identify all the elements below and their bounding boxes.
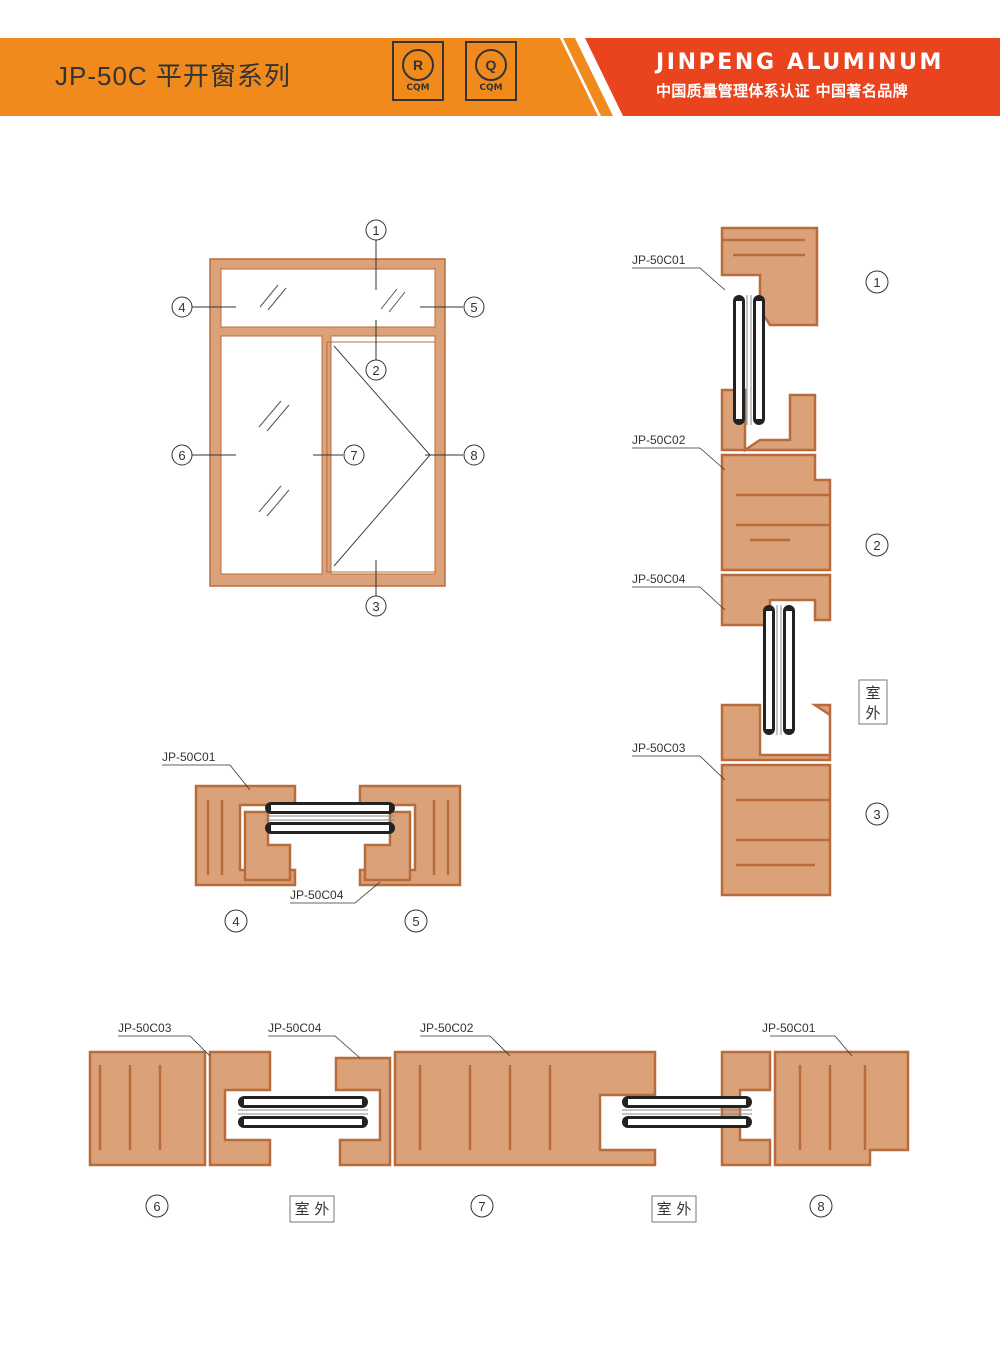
exterior-tag-left-text: 室 外 (295, 1200, 330, 1218)
label-c01-section-45: JP-50C01 (162, 750, 216, 764)
section-678-glass-left (237, 1095, 369, 1129)
svg-text:3: 3 (372, 599, 379, 614)
cqm-r-badge: R CQM (392, 41, 444, 101)
red-band (585, 38, 1000, 116)
exterior-tag-vertical-char-1: 室 (865, 684, 880, 702)
section-callout-4: 4 (224, 909, 248, 933)
svg-text:1: 1 (873, 275, 880, 290)
callout-6: 6 (171, 444, 193, 466)
vertical-section (720, 226, 832, 897)
profile-right-sash (363, 810, 412, 882)
section-callout-3: 3 (865, 802, 889, 826)
exterior-tag-vertical-char-2: 外 (865, 704, 880, 722)
svg-text:2: 2 (873, 538, 880, 553)
page-title: JP-50C 平开窗系列 (55, 61, 291, 91)
badge-r-symbol: R (402, 49, 434, 81)
svg-text:5: 5 (470, 300, 477, 315)
section-6-7-8 (88, 1050, 910, 1167)
label-c01-vertical: JP-50C01 (632, 253, 686, 267)
svg-text:3: 3 (873, 807, 880, 822)
transom-glass (220, 268, 436, 328)
section-4-5-leaders (162, 764, 381, 904)
profile-c03-bottom (720, 763, 832, 897)
glass-hatch-marks (258, 284, 406, 517)
label-c03-vertical: JP-50C03 (632, 741, 686, 755)
callout-7: 7 (343, 444, 365, 466)
brand-name: JINPENG ALUMINUM (656, 50, 945, 75)
badge-q-symbol: Q (475, 49, 507, 81)
svg-text:2: 2 (372, 363, 379, 378)
section-callout-8: 8 (809, 1194, 833, 1218)
sash-outline (326, 341, 436, 573)
badge-q-caption: CQM (479, 83, 503, 93)
exterior-tag-vertical (858, 679, 888, 725)
svg-text:7: 7 (478, 1199, 485, 1214)
profile-c04-sash-3 (720, 1050, 772, 1167)
svg-text:4: 4 (178, 300, 185, 315)
callout-8: 8 (463, 444, 485, 466)
label-c03-section-678: JP-50C03 (118, 1021, 172, 1035)
callout-5: 5 (463, 296, 485, 318)
svg-text:4: 4 (232, 914, 239, 929)
header-band (0, 38, 1000, 116)
callout-3: 3 (365, 595, 387, 617)
section-callout-6: 6 (145, 1194, 169, 1218)
window-elevation: 1 2 3 4 5 6 7 8 (171, 219, 485, 617)
section-callout-2: 2 (865, 533, 889, 557)
svg-text:5: 5 (412, 914, 419, 929)
svg-text:8: 8 (470, 448, 477, 463)
profile-c03-lower (720, 703, 832, 762)
vertical-leaders (632, 267, 726, 781)
label-c02-vertical: JP-50C02 (632, 433, 686, 447)
vertical-glass-2 (762, 604, 796, 736)
orange-band (0, 38, 598, 116)
cqm-q-badge: Q CQM (465, 41, 517, 101)
section-callout-1: 1 (865, 270, 889, 294)
profile-c03-section (88, 1050, 207, 1167)
section-4-5-glass (264, 801, 396, 835)
label-c04-section-678: JP-50C04 (268, 1021, 322, 1035)
brand-slogan: 中国质量管理体系认证 中国著名品牌 (656, 82, 909, 100)
profile-c04-mid (720, 573, 832, 627)
svg-text:8: 8 (817, 1199, 824, 1214)
page-header: JP-50C 平开窗系列 R CQM Q CQM JINPENG ALUMINU… (0, 0, 1000, 116)
profile-c02-mid (720, 453, 832, 572)
callout-4: 4 (171, 296, 193, 318)
separator-stripe (563, 38, 613, 116)
profile-c02-mullion (393, 1050, 657, 1167)
svg-text:1: 1 (372, 223, 379, 238)
callout-leaders (192, 240, 463, 596)
profile-c01-section (773, 1050, 910, 1167)
label-c04-section-45: JP-50C04 (290, 888, 344, 902)
svg-text:6: 6 (153, 1199, 160, 1214)
svg-text:6: 6 (178, 448, 185, 463)
svg-text:7: 7 (350, 448, 357, 463)
exterior-tag-right-text: 室 外 (657, 1200, 692, 1218)
profile-c02-upper (720, 388, 817, 453)
section-678-leaders (118, 1035, 853, 1059)
exterior-tag-right (651, 1195, 697, 1223)
profile-c04-sash-left (208, 1050, 272, 1167)
profile-left-frame (194, 784, 297, 887)
badge-r-caption: CQM (406, 83, 430, 93)
label-c04-vertical: JP-50C04 (632, 572, 686, 586)
label-c01-section-678: JP-50C01 (762, 1021, 816, 1035)
section-4-5 (194, 784, 462, 887)
section-callout-5: 5 (404, 909, 428, 933)
exterior-tag-left (289, 1195, 335, 1223)
callout-1: 1 (365, 219, 387, 241)
callout-2: 2 (365, 359, 387, 381)
label-c02-section-678: JP-50C02 (420, 1021, 474, 1035)
fixed-pane-glass (220, 335, 323, 575)
section-callout-7: 7 (470, 1194, 494, 1218)
profile-c01-top (720, 226, 819, 327)
vertical-glass-1 (732, 294, 766, 426)
profile-c04-sash-right (334, 1056, 392, 1167)
